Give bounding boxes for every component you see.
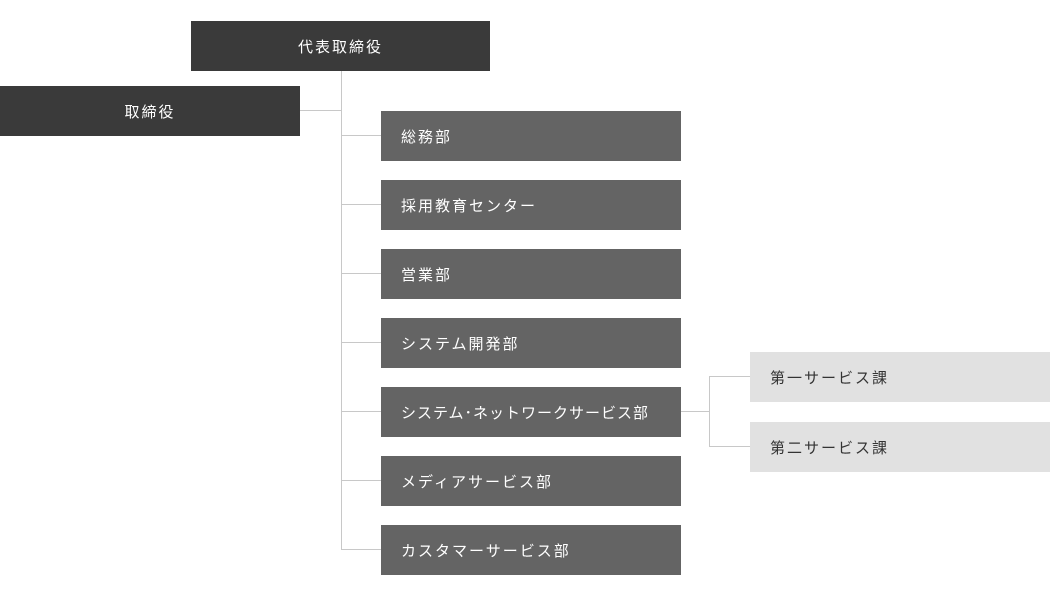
dept-label: システム･ネットワークサービス部	[401, 403, 650, 422]
network-dept-connector	[681, 411, 709, 412]
dept-label: 営業部	[401, 265, 453, 284]
dept-label: 総務部	[401, 127, 453, 146]
dept-label: 採用教育センター	[401, 196, 538, 215]
dept-label: メディアサービス部	[401, 472, 553, 491]
sub-section-label: 第一サービス課	[770, 368, 890, 387]
dept-connector	[341, 135, 381, 136]
dept-connector	[341, 342, 381, 343]
dept-customer-service: カスタマーサービス部	[381, 525, 681, 575]
sub-section-connector	[709, 376, 750, 377]
ceo-label: 代表取締役	[297, 37, 383, 56]
dept-label: システム開発部	[401, 334, 520, 353]
dept-recruitment-education: 採用教育センター	[381, 180, 681, 230]
dept-connector	[341, 204, 381, 205]
dept-general-affairs: 総務部	[381, 111, 681, 161]
director-label: 取締役	[124, 102, 176, 121]
ceo-box: 代表取締役	[191, 21, 490, 71]
sub-section-connector	[709, 446, 750, 447]
dept-connector	[341, 549, 381, 550]
sub-section-trunk	[709, 376, 710, 447]
director-box: 取締役	[0, 86, 300, 136]
dept-connector	[341, 480, 381, 481]
dept-connector	[341, 273, 381, 274]
director-connector	[300, 110, 341, 111]
dept-connector	[341, 411, 381, 412]
trunk-line	[341, 71, 342, 550]
sub-section-label: 第二サービス課	[770, 438, 890, 457]
dept-media-service: メディアサービス部	[381, 456, 681, 506]
sub-section-second: 第二サービス課	[750, 422, 1050, 472]
dept-system-network-service: システム･ネットワークサービス部	[381, 387, 681, 437]
dept-label: カスタマーサービス部	[401, 541, 571, 560]
sub-section-first: 第一サービス課	[750, 352, 1050, 402]
dept-system-development: システム開発部	[381, 318, 681, 368]
dept-sales: 営業部	[381, 249, 681, 299]
